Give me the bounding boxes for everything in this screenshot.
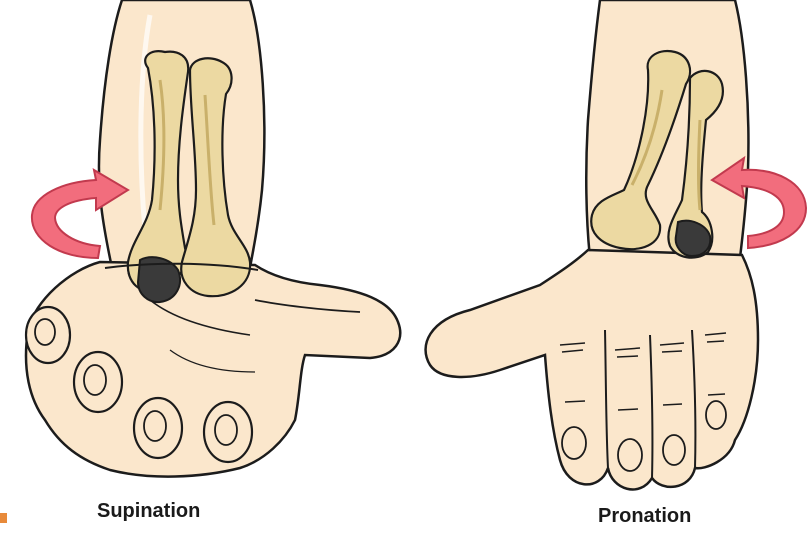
edge-accent-mark — [0, 513, 7, 523]
pronation-caption: Pronation — [598, 505, 691, 528]
supination-panel — [26, 0, 400, 477]
supination-caption: Supination — [97, 500, 200, 523]
pronation-panel — [426, 0, 806, 489]
pronation-hand-back — [426, 250, 758, 489]
